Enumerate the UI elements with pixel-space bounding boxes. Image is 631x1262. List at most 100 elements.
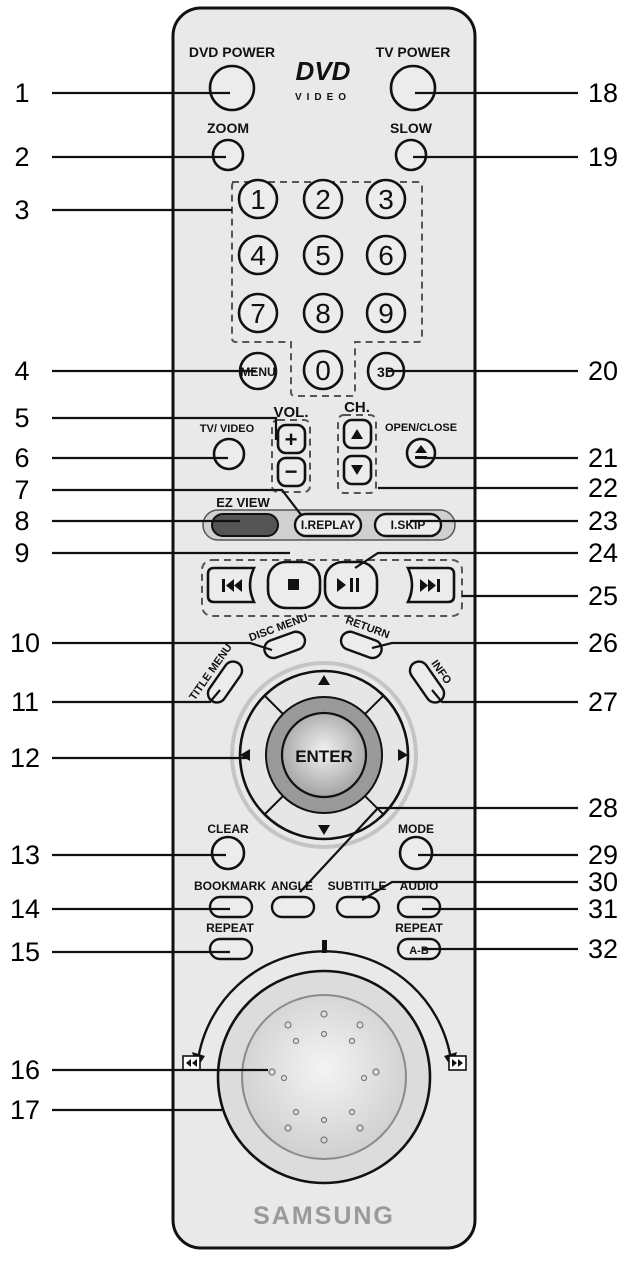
callout-5: 5 [14,403,29,433]
leader-line-28 [299,806,578,893]
callout-31: 31 [588,894,618,924]
open-close-label: OPEN/CLOSE [385,422,457,434]
subtitle-button[interactable] [335,895,381,919]
callout-7: 7 [14,475,29,505]
callout-20: 20 [588,356,618,386]
leader-line-10 [52,641,273,652]
bookmark-label: BOOKMARK [194,879,266,893]
brand-label: SAMSUNG [253,1202,395,1230]
skip-forward-icon [420,579,440,592]
jog-dial-dots [268,1010,380,1144]
callout-13: 13 [10,840,40,870]
play-pause-icon [337,578,359,592]
eject-icon [415,445,427,459]
mode-button[interactable] [398,835,434,871]
tv-video-button[interactable] [212,437,246,471]
callout-15: 15 [10,937,40,967]
digit-5-label: 5 [315,240,331,271]
i-replay-button[interactable] [293,512,363,538]
bookmark-button[interactable] [208,895,254,919]
rewind-icon-box [182,1055,201,1071]
ch-down-arrow-icon [351,465,363,475]
rewind-icon [186,1059,197,1067]
ch-label: CH. [344,399,370,416]
tv-power-label: TV POWER [376,44,451,60]
vol-down-button[interactable] [276,456,307,488]
callout-29: 29 [588,840,618,870]
return-button[interactable] [339,629,385,660]
leader-line-27 [431,689,578,704]
vol-label: VOL. [273,404,308,421]
transport-outline [201,559,463,617]
callout-16: 16 [10,1055,40,1085]
menu-label: MENU [240,365,275,379]
callout-23: 23 [588,506,618,536]
disc-menu-button[interactable] [262,629,308,660]
angle-button[interactable] [270,895,316,919]
tv-power-button[interactable] [389,64,437,112]
leader-line-26 [371,641,578,650]
digit-2-button[interactable] [302,178,344,220]
callout-10: 10 [10,628,40,658]
subtitle-label: SUBTITLE [328,879,387,893]
leader-line-24 [354,551,578,569]
leader-line-5 [52,416,278,440]
shuttle-arc [195,950,454,1069]
callout-19: 19 [588,142,618,172]
digit-1-button[interactable] [237,178,279,220]
digit-4-button[interactable] [237,234,279,276]
video-logo-text: VIDEO [295,92,351,103]
callout-8: 8 [14,506,29,536]
callout-17: 17 [10,1095,40,1125]
leader-line-7 [52,488,303,517]
i-skip-button[interactable] [373,512,443,538]
digit-5-button[interactable] [302,234,344,276]
callout-11: 11 [11,687,39,717]
audio-button[interactable] [396,895,442,919]
zoom-button[interactable] [211,138,245,172]
ez-view-label: EZ VIEW [216,495,270,510]
enter-label: ENTER [295,747,353,766]
callout-25: 25 [588,581,618,611]
digit-0-button[interactable] [302,349,344,391]
digit-9-label: 9 [378,298,394,329]
i-replay-label: I.REPLAY [301,518,355,532]
number-pad: 1 2 3 4 5 6 7 8 9 0 [237,178,407,391]
zoom-label: ZOOM [207,120,249,136]
leader-line-30 [361,880,578,901]
digit-1-label: 1 [250,184,266,215]
enter-button[interactable] [280,711,368,799]
callout-1: 1 [14,78,29,108]
vol-up-button[interactable] [276,423,307,455]
digit-7-button[interactable] [237,292,279,334]
dvd-video-logo: DVD VIDEO [295,56,351,103]
stop-icon [288,579,299,590]
digit-6-button[interactable] [365,234,407,276]
repeat-button[interactable] [208,937,254,961]
vol-down-label: − [285,459,298,484]
callout-6: 6 [14,443,29,473]
left-callouts: 1 2 3 4 5 6 7 8 9 10 11 12 13 14 15 16 1… [10,78,40,1125]
jog-dial[interactable] [241,994,407,1160]
jog-shuttle [182,940,467,1185]
callout-22: 22 [588,473,618,503]
callout-9: 9 [14,538,29,568]
callout-30: 30 [588,867,618,897]
digit-4-label: 4 [250,240,266,271]
shuttle-center-mark [322,940,327,953]
clear-label: CLEAR [207,822,249,836]
clear-button[interactable] [210,835,246,871]
slow-button[interactable] [394,138,428,172]
ez-view-button[interactable] [211,513,279,537]
callout-27: 27 [588,687,618,717]
three-d-label: 3D [377,364,395,380]
digit-0-label: 0 [315,355,331,386]
dvd-power-button[interactable] [208,64,256,112]
tv-video-label: TV/ VIDEO [200,423,255,435]
ch-up-arrow-icon [351,429,363,439]
digit-3-button[interactable] [365,178,407,220]
digit-8-button[interactable] [302,292,344,334]
left-leader-lines [52,91,303,1112]
digit-9-button[interactable] [365,292,407,334]
nav-right-arrow-icon [398,749,408,761]
